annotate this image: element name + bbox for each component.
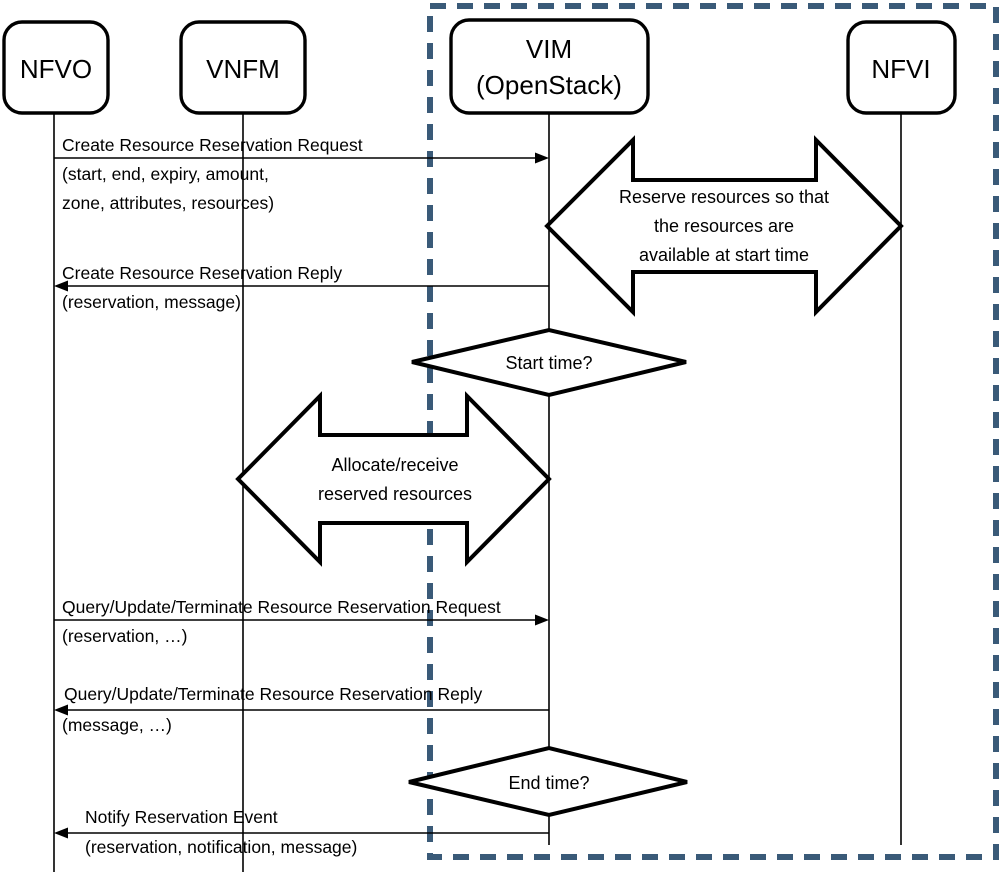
decision-end-time-shape (408, 745, 688, 818)
participant-vim-sublabel: (OpenStack) (476, 70, 622, 100)
vim-domain-boundary (427, 3, 999, 860)
participant-vnfm-label: VNFM (206, 54, 280, 84)
decision-end-time-label: End time? (508, 773, 589, 793)
message-query-request-label-line2: (reservation, …) (62, 626, 187, 646)
block-arrow-reserve-resources-line2: the resources are (654, 216, 794, 236)
message-query-reply-label-line2: (message, …) (62, 715, 172, 735)
message-notify-event-label-line2: (reservation, notification, message) (85, 837, 357, 857)
block-arrow-reserve-resources: Reserve resources so that the resources … (544, 135, 904, 317)
block-arrow-allocate-resources: Allocate/receive reserved resources (235, 391, 552, 567)
decision-start-time-label: Start time? (505, 353, 592, 373)
decision-start-time: Start time? (411, 327, 687, 398)
participant-vim-label: VIM (526, 34, 572, 64)
participant-vim[interactable]: VIM (OpenStack) (449, 18, 650, 115)
block-arrow-reserve-resources-shape (544, 135, 904, 317)
participant-nfvi[interactable]: NFVI (846, 20, 957, 115)
message-create-reply-label-line1: Create Resource Reservation Reply (62, 263, 342, 283)
participant-nfvo-box (2, 20, 110, 115)
message-create-request[interactable]: Create Resource Reservation Request (sta… (54, 135, 549, 213)
decision-end-time: End time? (408, 745, 688, 818)
participant-vnfm[interactable]: VNFM (179, 20, 307, 115)
block-arrow-reserve-resources-line3: available at start time (639, 245, 809, 265)
message-create-request-label-line2: (start, end, expiry, amount, (62, 164, 269, 184)
block-arrow-reserve-resources-line1: Reserve resources so that (619, 187, 829, 207)
participant-nfvo[interactable]: NFVO (2, 20, 110, 115)
message-query-reply[interactable]: Query/Update/Terminate Resource Reservat… (54, 684, 549, 735)
participant-nfvo-label: NFVO (20, 54, 92, 84)
message-create-request-label-line3: zone, attributes, resources) (62, 193, 274, 213)
participant-vnfm-box (179, 20, 307, 115)
decision-start-time-shape (411, 327, 687, 398)
block-arrow-allocate-resources-line2: reserved resources (318, 484, 472, 504)
message-create-reply-label-line2: (reservation, message) (62, 292, 241, 312)
message-notify-event-label-line1: Notify Reservation Event (85, 807, 278, 827)
participant-nfvi-box (846, 20, 957, 115)
message-notify-event-arrowhead (54, 827, 68, 839)
message-query-reply-label-line1: Query/Update/Terminate Resource Reservat… (64, 684, 482, 704)
participant-vim-box (449, 18, 650, 115)
participant-nfvi-label: NFVI (871, 54, 930, 84)
block-arrow-allocate-resources-line1: Allocate/receive (331, 455, 458, 475)
message-create-reply[interactable]: Create Resource Reservation Reply (reser… (54, 263, 549, 312)
message-query-request-arrowhead (535, 614, 549, 626)
message-create-reply-arrowhead (54, 280, 68, 292)
message-create-request-arrowhead (535, 152, 549, 164)
message-query-request[interactable]: Query/Update/Terminate Resource Reservat… (54, 597, 549, 646)
message-create-request-label-line1: Create Resource Reservation Request (62, 135, 363, 155)
message-query-reply-arrowhead (54, 704, 68, 716)
message-query-request-label-line1: Query/Update/Terminate Resource Reservat… (62, 597, 501, 617)
message-notify-event[interactable]: Notify Reservation Event (reservation, n… (54, 807, 549, 857)
block-arrow-allocate-resources-shape (235, 391, 552, 567)
